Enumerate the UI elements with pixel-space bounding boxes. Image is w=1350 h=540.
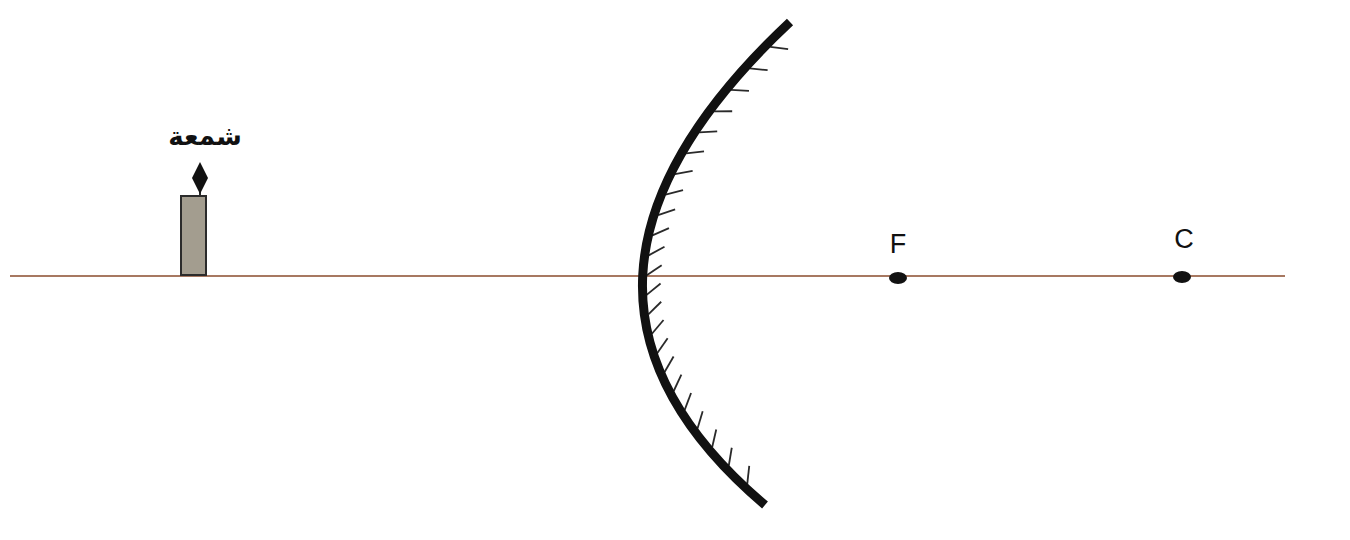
object-label: شمعة — [168, 121, 241, 151]
centre-label: C — [1174, 224, 1194, 255]
hatch-stroke — [666, 190, 683, 195]
hatch-stroke — [674, 375, 682, 391]
hatch-stroke — [649, 247, 665, 256]
hatch-stroke — [658, 209, 675, 215]
hatch-stroke — [675, 171, 693, 174]
hatch-stroke — [665, 356, 674, 372]
hatch-stroke — [698, 411, 703, 428]
candle-body — [181, 196, 206, 275]
hatch-stroke — [747, 466, 749, 484]
focus-point — [889, 272, 907, 284]
hatch-stroke — [729, 448, 732, 466]
hatch-stroke — [657, 338, 667, 353]
candle-flame — [192, 162, 208, 194]
hatch-stroke — [750, 68, 768, 70]
hatch-stroke — [712, 430, 716, 448]
hatch-stroke — [731, 89, 749, 92]
mirror-hatching — [647, 47, 788, 484]
hatch-stroke — [714, 110, 732, 112]
hatch-stroke — [647, 283, 661, 294]
hatch-stroke — [652, 228, 668, 235]
mirror — [642, 22, 790, 505]
hatch-stroke — [647, 265, 662, 275]
hatch-stroke — [699, 131, 717, 132]
centre-point — [1173, 271, 1191, 283]
hatch-stroke — [685, 393, 691, 410]
hatch-stroke — [648, 302, 661, 315]
hatch-stroke — [652, 320, 664, 334]
focus-label: F — [890, 229, 907, 260]
hatch-stroke — [686, 151, 704, 153]
hatch-stroke — [770, 47, 788, 49]
